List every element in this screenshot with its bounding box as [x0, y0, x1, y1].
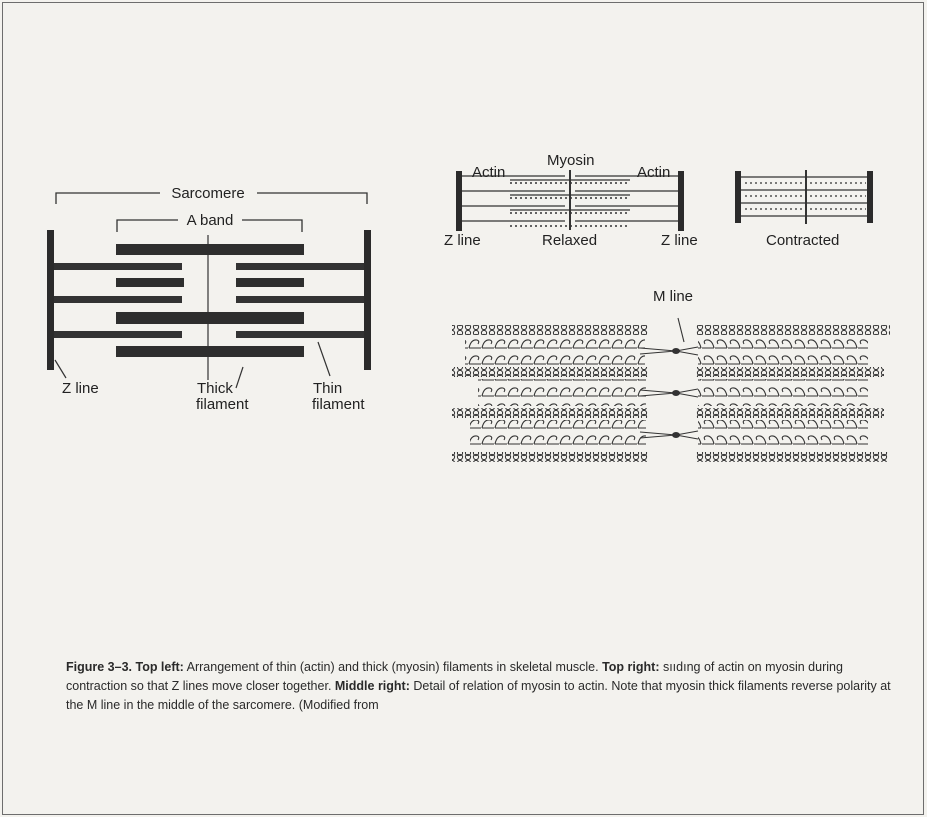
thin-filament [236, 331, 364, 338]
thin-filament [54, 331, 182, 338]
caption-top-left-heading: Top left: [135, 660, 184, 674]
z-line-label: Z line [62, 380, 99, 397]
a-band-bracket [116, 219, 303, 232]
contracted-sarcomere [735, 170, 873, 224]
thin-filament [236, 263, 364, 270]
actin-left-label: Actin [472, 164, 505, 181]
m-line-label: M line [653, 288, 693, 305]
a-band-label: A band [187, 212, 234, 229]
z-line-left [47, 230, 54, 370]
leader-lines [54, 341, 331, 389]
actin-filament [696, 452, 888, 462]
z-line-left-label: Z line [444, 232, 481, 249]
contracted-z-line-left [735, 171, 741, 223]
myosin-label: Myosin [547, 152, 595, 169]
myosin-filament [470, 420, 868, 450]
actin-filament [452, 367, 648, 377]
myosin-filament [465, 337, 868, 365]
caption-middle-right-text: Detail of relation of myosin to actin. N… [66, 679, 891, 712]
actin-filament [452, 452, 648, 462]
caption-top-right-text: ѕııdıng of actin on myosin during contra… [66, 660, 843, 693]
thick-filament [116, 244, 304, 255]
actin-filament [696, 367, 884, 377]
relaxed-label: Relaxed [542, 232, 597, 249]
relaxed-sarcomere [456, 170, 684, 231]
thin-filament-label-2: filament [312, 396, 365, 413]
thick-filament-label-2: filament [196, 396, 249, 413]
thick-filament [116, 312, 304, 324]
z-line-right [364, 230, 371, 370]
thin-filament-label-1: Thin [313, 380, 342, 397]
caption-top-right-heading: Top right: [602, 660, 660, 674]
thick-filament [116, 278, 184, 287]
contracted-z-line-right [867, 171, 873, 223]
actin-filament [452, 408, 648, 418]
actin-filament [696, 325, 890, 335]
contracted-label: Contracted [766, 232, 839, 249]
caption-middle-right-heading: Middle right: [334, 679, 410, 693]
sarcomere-label: Sarcomere [171, 185, 244, 202]
thick-filament [236, 278, 304, 287]
actin-right-label: Actin [637, 164, 670, 181]
sarcomere-bracket [55, 192, 368, 204]
thin-filament [54, 263, 182, 270]
relaxed-z-line-right [678, 171, 684, 231]
actin-filament [452, 325, 648, 335]
figure-caption: Figure 3–3. Top left: Arrangement of thi… [66, 658, 896, 715]
z-line-right-label: Z line [661, 232, 698, 249]
thick-filament [116, 346, 304, 357]
thin-filament [236, 296, 364, 303]
thin-filament [54, 296, 182, 303]
m-line-leader [677, 317, 685, 343]
thick-filament-label-1: Thick [197, 380, 233, 397]
myosin-filament [478, 379, 868, 406]
actin-filament [696, 408, 884, 418]
figure-number: Figure 3–3. [66, 660, 132, 674]
caption-top-left-text: Arrangement of thin (actin) and thick (m… [183, 660, 603, 674]
relaxed-z-line-left [456, 171, 462, 231]
